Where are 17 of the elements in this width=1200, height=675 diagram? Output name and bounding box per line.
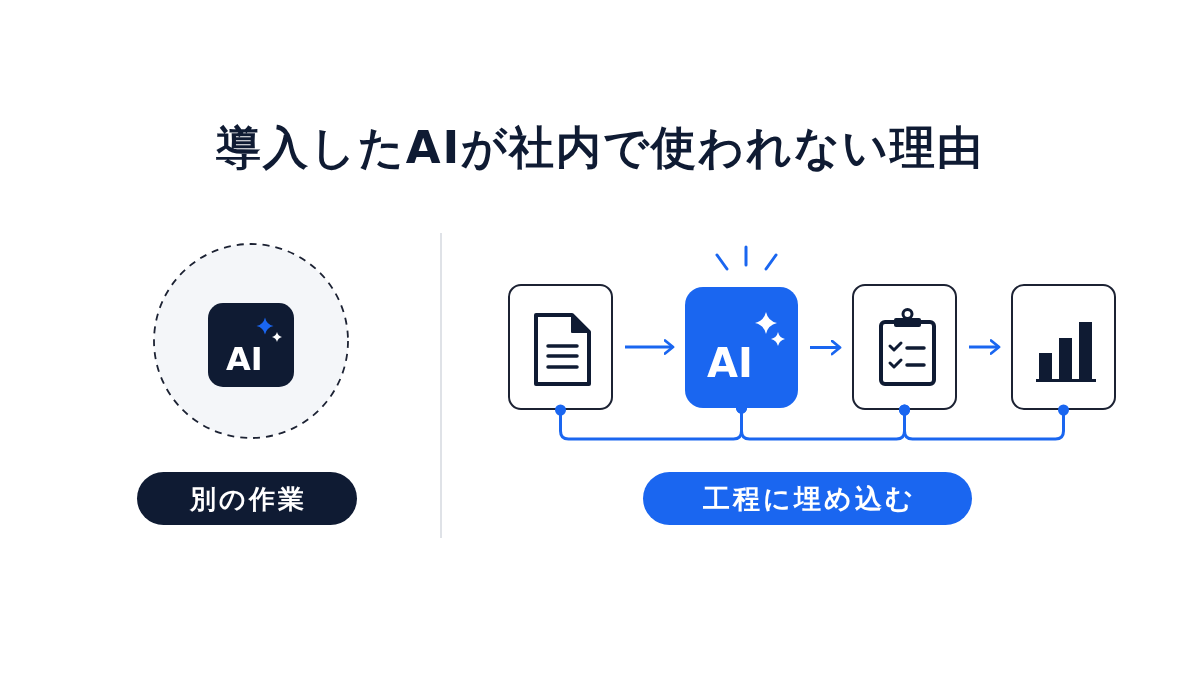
tile-label: AI <box>226 343 263 375</box>
tile-label: AI <box>707 343 753 383</box>
pill-label: 工程に埋め込む <box>701 484 916 513</box>
label-pill <box>643 472 972 525</box>
chart-box <box>1011 284 1116 410</box>
arrow <box>625 339 675 355</box>
label-pill <box>137 472 357 525</box>
clipboard-box <box>852 284 957 410</box>
ai-tile <box>685 287 798 408</box>
dashed-circle <box>153 243 349 439</box>
connector-line <box>899 404 1069 441</box>
pill-label: 別の作業 <box>189 484 307 513</box>
arrow <box>810 339 842 356</box>
arrow <box>969 339 1001 355</box>
document-box <box>508 284 613 410</box>
title: 導入したAIが社内で使われない理由 <box>215 124 985 172</box>
ai-tile <box>208 303 294 387</box>
